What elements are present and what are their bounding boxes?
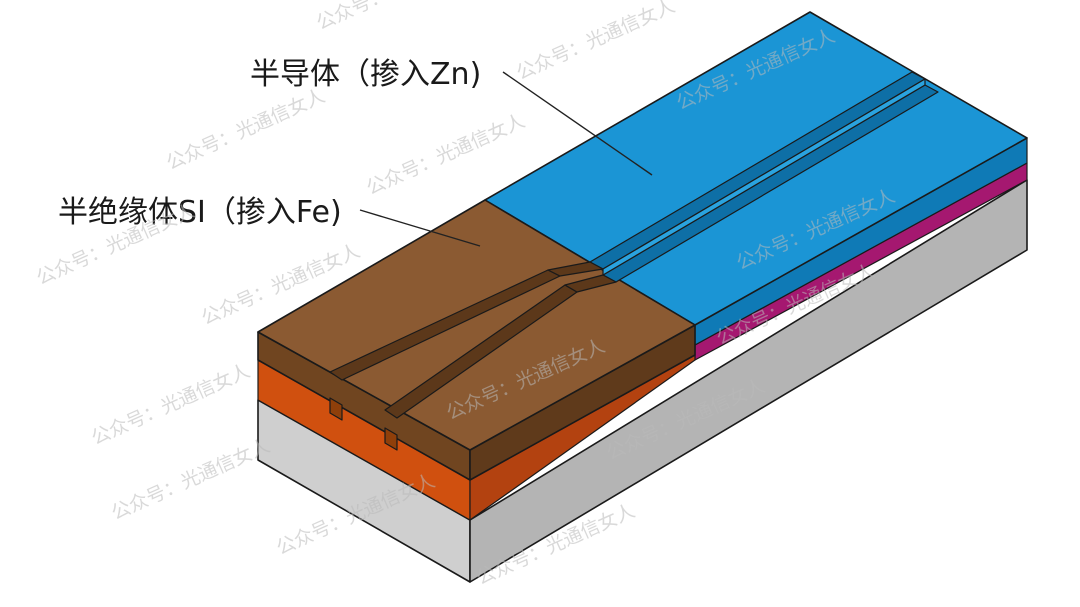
semiconductor-leader-line [502,71,653,176]
ridge-top-strip [602,78,926,276]
semi-insulator-label: 半绝缘体SI（掺入Fe) [58,195,342,230]
watermark-text: 公众号：光通信女人 [313,0,478,35]
watermark-text: 公众号：光通信女人 [363,110,528,200]
watermark-text: 公众号：光通信女人 [163,85,328,175]
substrate-right-face [469,179,1028,583]
semiconductor-label: 半导体（掺入Zn) [250,57,481,92]
y-branch-stem-trench [547,261,604,277]
watermark-text: 公众号：光通信女人 [88,360,253,450]
watermark-text: 公众号：光通信女人 [108,435,273,525]
front-notch-left [329,397,343,421]
front-notch-right [384,427,398,451]
semi-insulator-leader-line [359,209,481,247]
y-branch-stem-trench-2 [564,274,617,293]
watermark-text: 公众号：光通信女人 [513,0,678,85]
